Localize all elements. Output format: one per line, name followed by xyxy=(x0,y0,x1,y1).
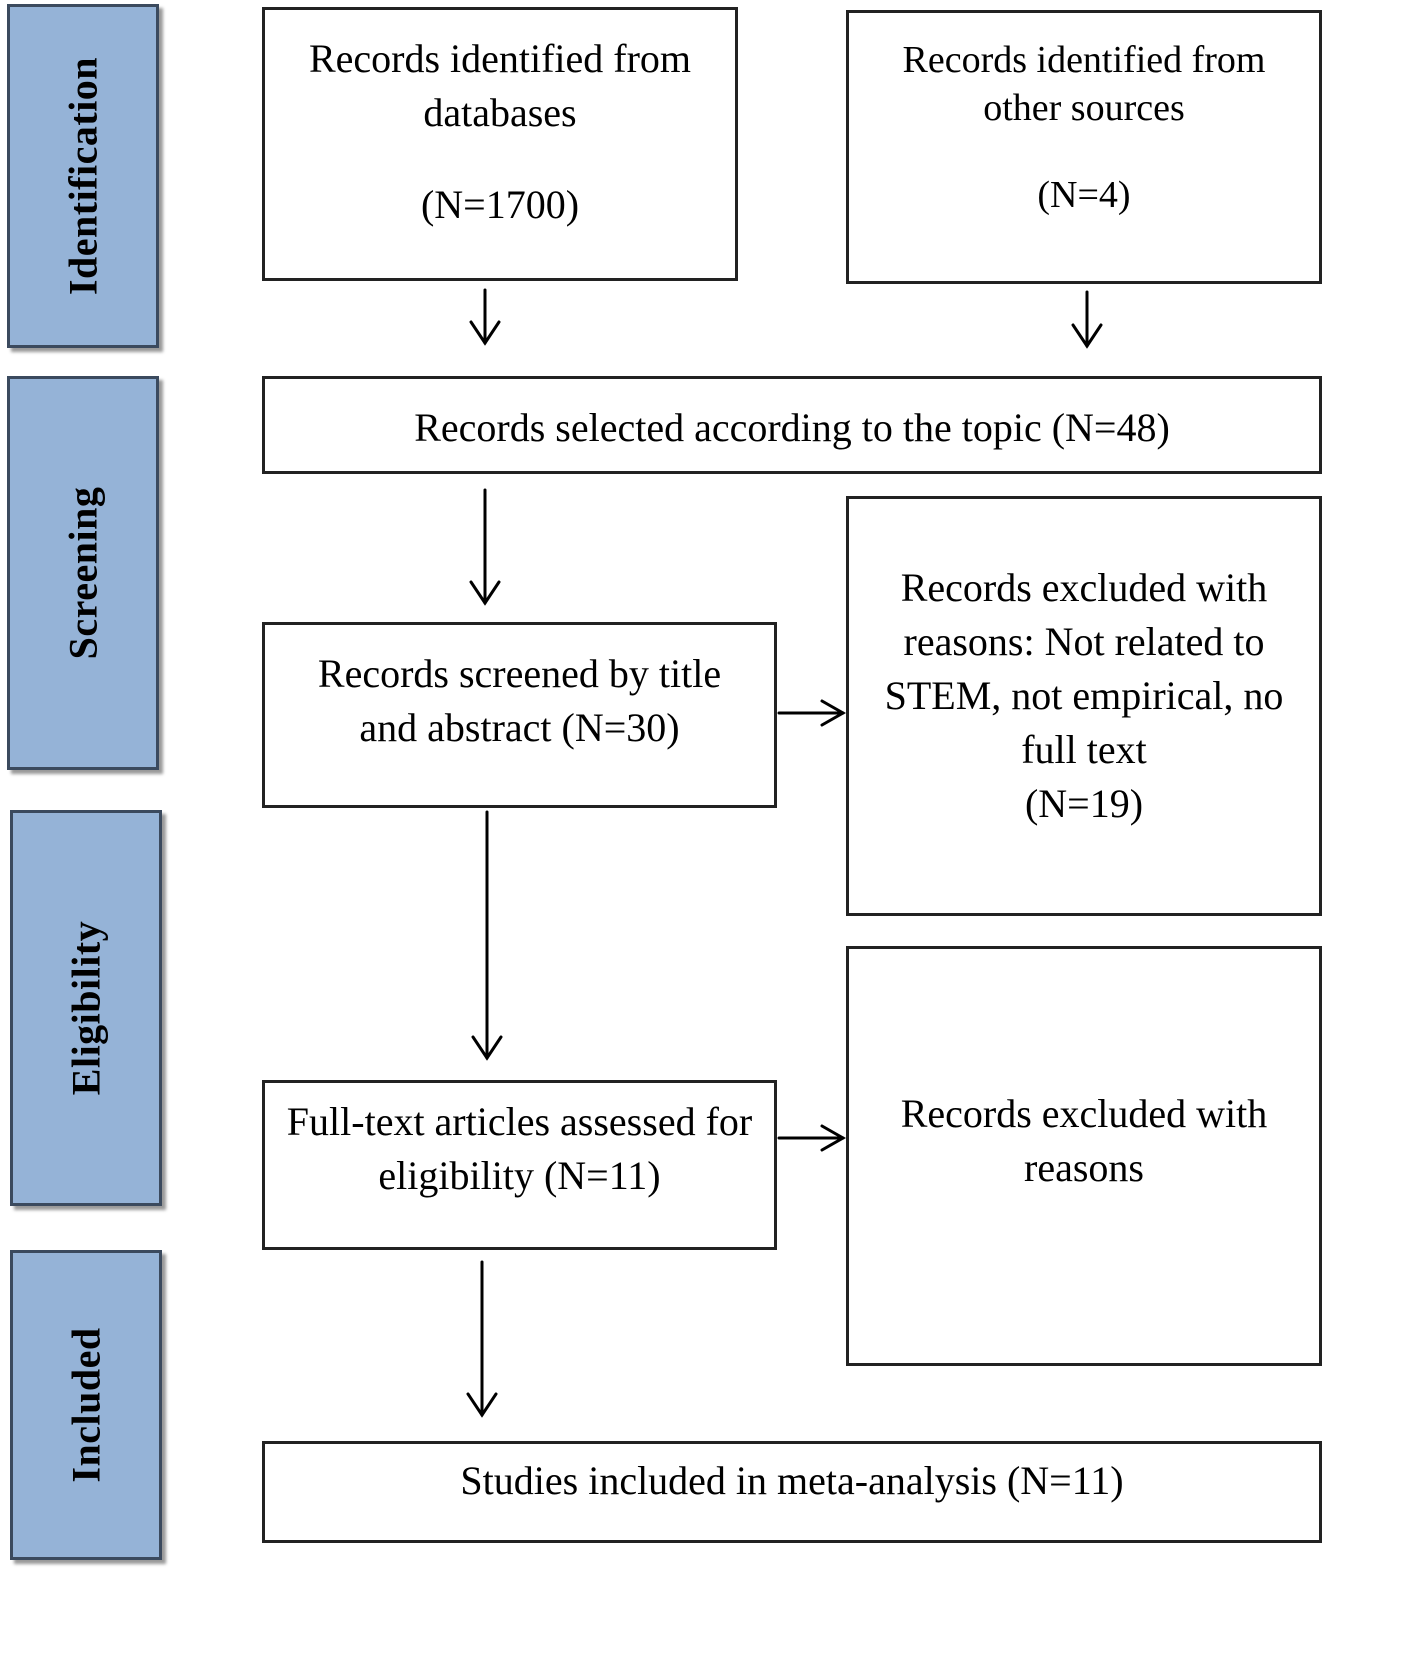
phase-screening: Screening xyxy=(7,376,159,770)
screened-line1: Records screened by title xyxy=(317,651,722,696)
box-database-records: Records identified from databases (N=170… xyxy=(262,7,738,281)
included-studies-text: Studies included in meta-analysis (N=11) xyxy=(460,1458,1124,1503)
phase-included-label: Included xyxy=(63,1327,109,1483)
database-records-line1: Records identified from xyxy=(308,36,692,81)
excluded-screening-line1: Records excluded with xyxy=(900,565,1268,610)
other-records-count: (N=4) xyxy=(1037,174,1131,216)
fulltext-line1: Full-text articles assessed for xyxy=(286,1099,753,1144)
arrow-down-fulltext-to-included xyxy=(466,1260,498,1418)
phase-identification: Identification xyxy=(7,4,159,348)
arrow-right-screened-to-excluded xyxy=(777,699,847,727)
box-other-source-records: Records identified from other sources (N… xyxy=(846,10,1322,284)
arrow-down-database xyxy=(469,288,501,346)
box-fulltext-assessed: Full-text articles assessed for eligibil… xyxy=(262,1080,777,1250)
excluded-screening-line2: reasons: Not related to xyxy=(903,619,1265,664)
database-records-line2: databases xyxy=(423,90,577,135)
arrow-down-topic-to-screened xyxy=(469,488,501,606)
arrow-down-other-sources xyxy=(1071,290,1103,349)
excluded-screening-count: (N=19) xyxy=(1024,781,1144,826)
phase-screening-label: Screening xyxy=(60,486,106,660)
fulltext-line2: eligibility (N=11) xyxy=(378,1153,661,1198)
box-excluded-eligibility: Records excluded with reasons xyxy=(846,946,1322,1366)
excluded-eligibility-line2: reasons xyxy=(1024,1145,1144,1190)
excluded-screening-line3: STEM, not empirical, no xyxy=(884,673,1284,718)
box-topic-selected: Records selected according to the topic … xyxy=(262,376,1322,474)
excluded-screening-line4: full text xyxy=(1021,727,1147,772)
box-screened: Records screened by title and abstract (… xyxy=(262,622,777,808)
arrow-right-fulltext-to-excluded xyxy=(777,1124,847,1152)
phase-eligibility-label: Eligibility xyxy=(63,920,109,1096)
phase-identification-label: Identification xyxy=(60,56,106,296)
screened-line2: and abstract (N=30) xyxy=(359,705,680,750)
phase-eligibility: Eligibility xyxy=(10,810,162,1206)
other-records-line1: Records identified from xyxy=(902,39,1266,81)
other-records-line2: other sources xyxy=(983,86,1185,129)
phase-included: Included xyxy=(10,1250,162,1560)
topic-selected-text: Records selected according to the topic … xyxy=(414,405,1170,450)
box-included-studies: Studies included in meta-analysis (N=11) xyxy=(262,1441,1322,1543)
arrow-down-screened-to-fulltext xyxy=(471,810,503,1061)
excluded-eligibility-line1: Records excluded with xyxy=(900,1091,1268,1136)
box-excluded-screening: Records excluded with reasons: Not relat… xyxy=(846,496,1322,916)
database-records-count: (N=1700) xyxy=(420,182,580,227)
